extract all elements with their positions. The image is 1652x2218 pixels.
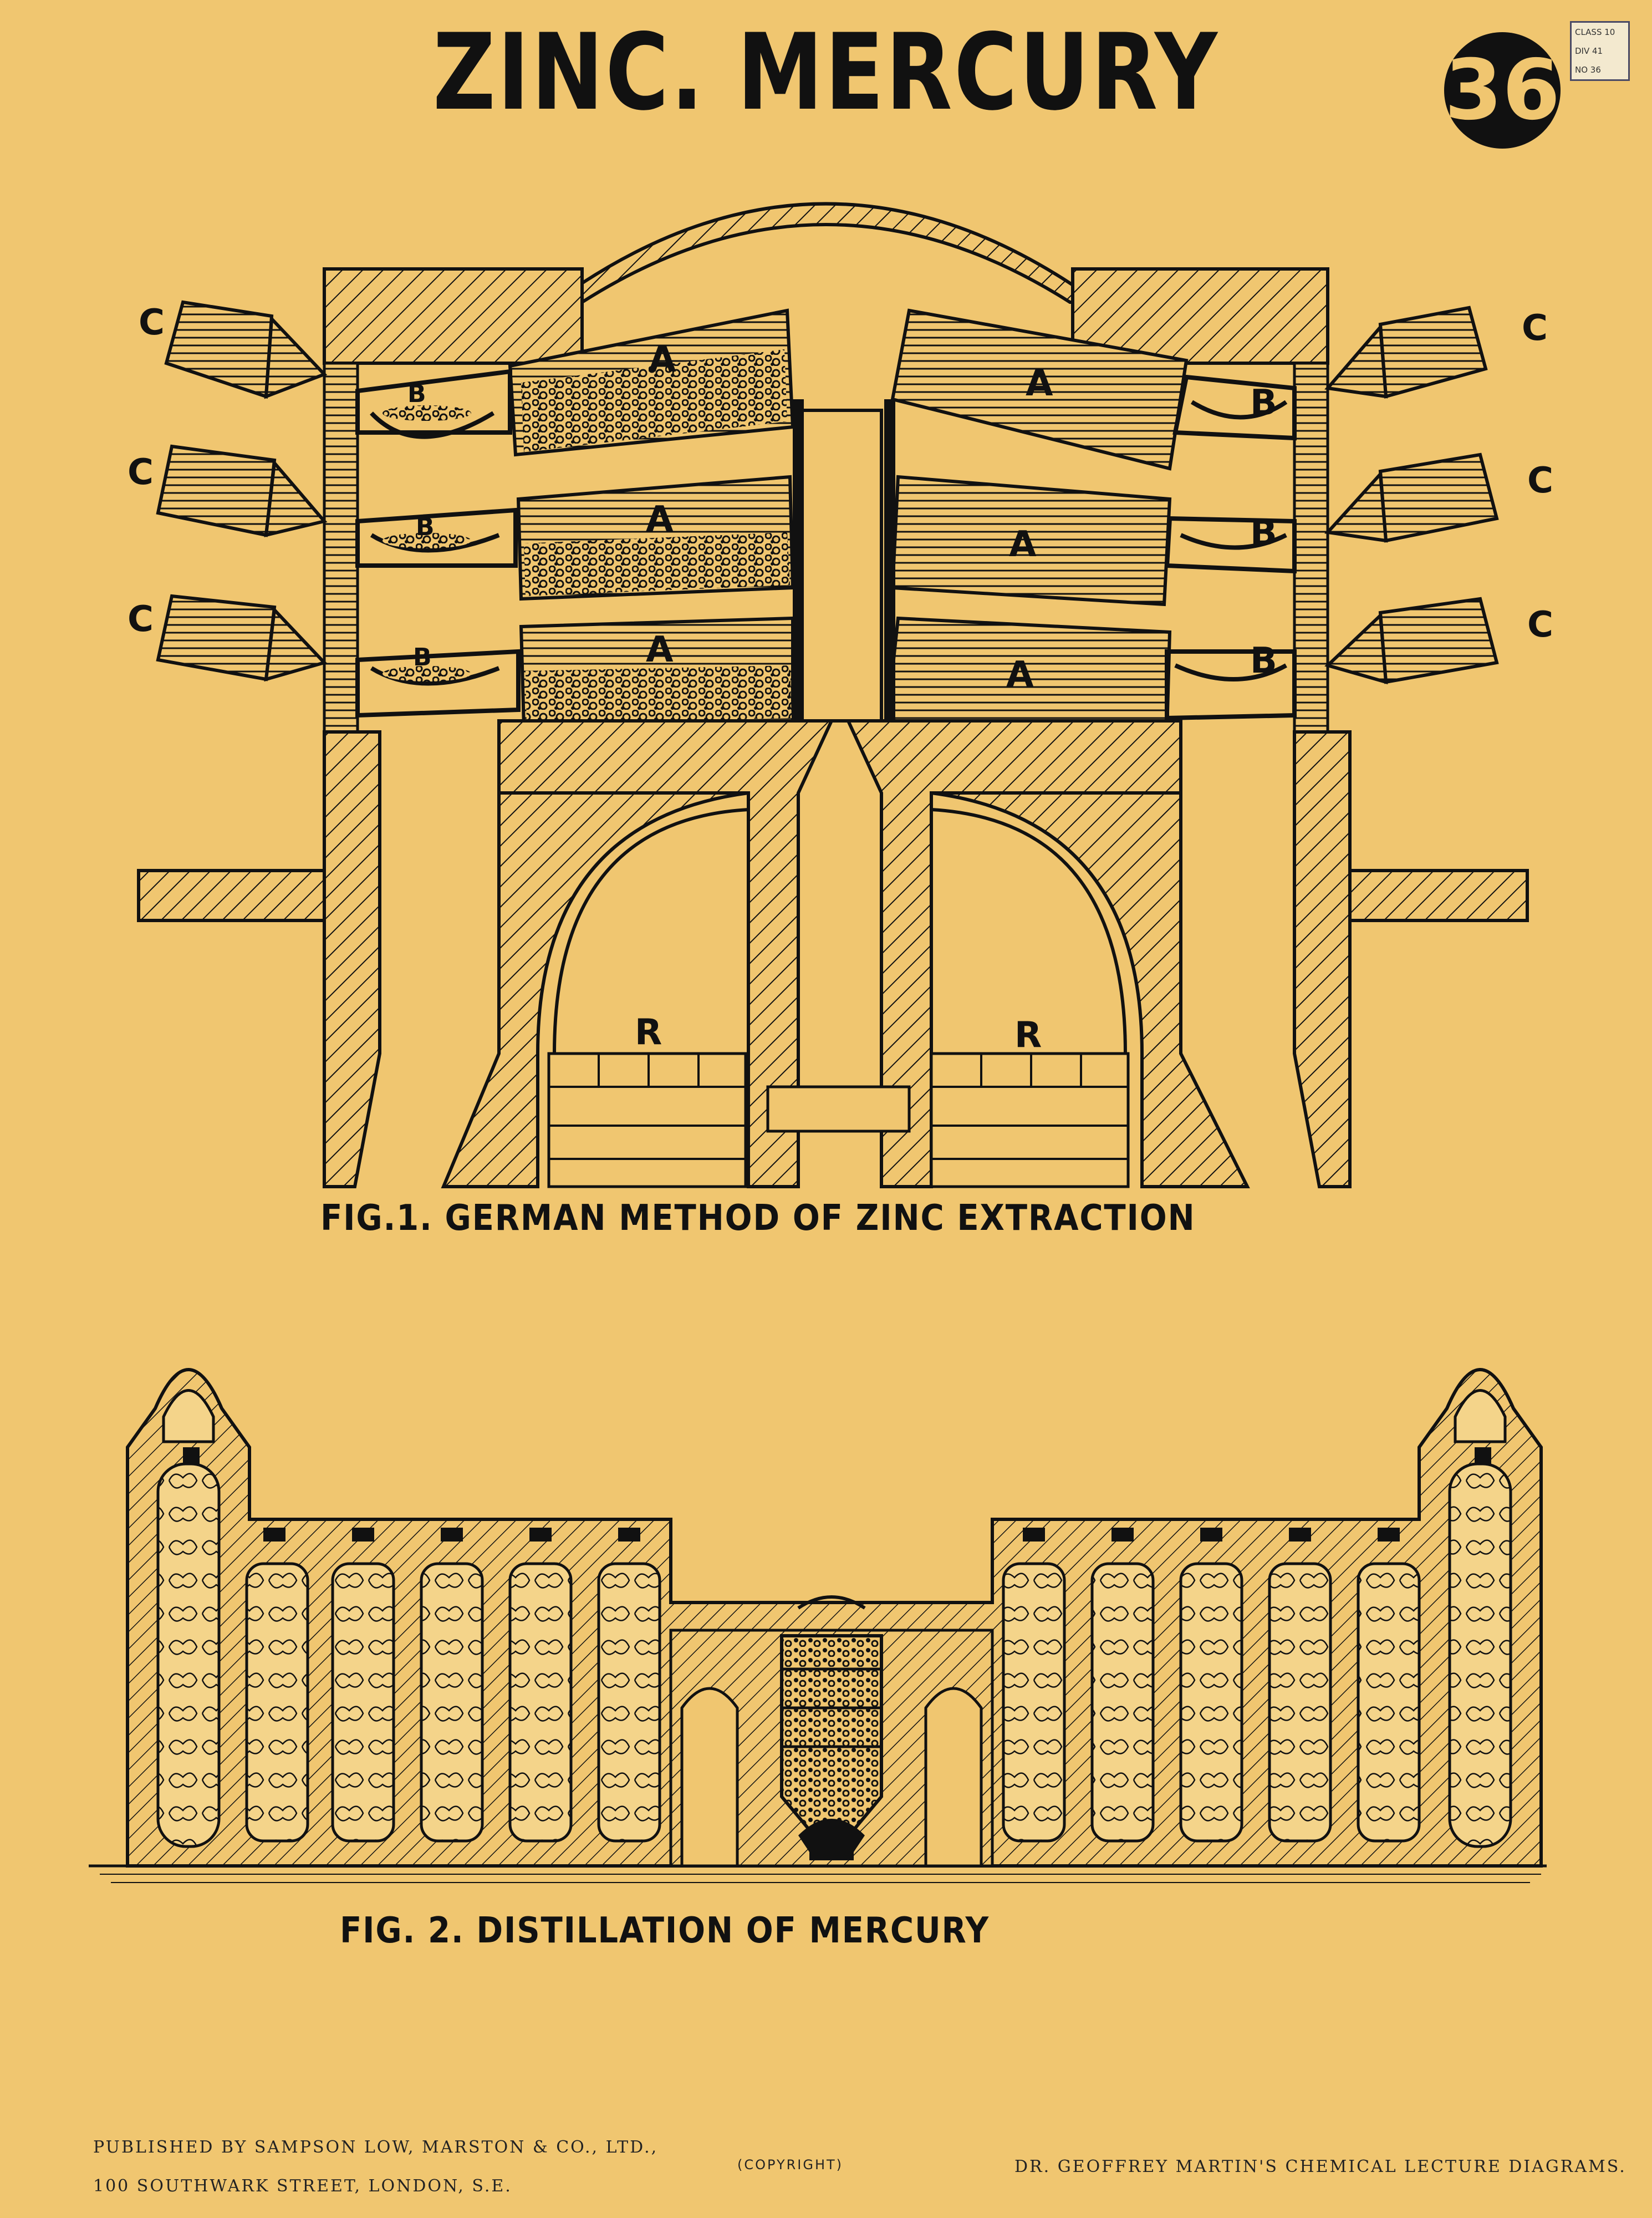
catalog-tag-line: NO 36: [1575, 65, 1601, 75]
label-a: A: [1026, 363, 1053, 404]
label-b: B: [1250, 513, 1277, 554]
catalog-tag: CLASS 10 DIV 41 NO 36: [1570, 21, 1630, 81]
label-a: A: [1009, 524, 1037, 565]
label-c: C: [128, 599, 154, 640]
copyright-notice: (COPYRIGHT): [737, 2157, 844, 2173]
label-a: A: [646, 629, 674, 670]
label-a: A: [649, 339, 676, 380]
label-c: C: [1522, 308, 1548, 349]
label-c: C: [1527, 460, 1553, 501]
label-b: B: [416, 513, 435, 541]
label-c: C: [128, 452, 154, 493]
series-title: DR. GEOFFREY MARTIN'S CHEMICAL LECTURE D…: [1014, 2157, 1626, 2176]
label-r: R: [1014, 1015, 1042, 1056]
plate-number-badge: 36: [1444, 32, 1561, 149]
catalog-tag-line: DIV 41: [1575, 46, 1603, 56]
label-b: B: [413, 643, 432, 671]
label-a: A: [646, 499, 674, 540]
publisher-line-1: PUBLISHED BY SAMPSON LOW, MARSTON & CO.,…: [93, 2138, 659, 2157]
catalog-tag-line: CLASS 10: [1575, 27, 1615, 37]
label-b: B: [1250, 640, 1277, 681]
fig2-caption: FIG. 2. DISTILLATION OF MERCURY: [340, 1910, 990, 1951]
label-b: B: [1250, 383, 1277, 424]
label-c: C: [139, 302, 165, 343]
label-a: A: [1006, 654, 1034, 695]
poster-title: ZINC. MERCURY: [432, 11, 1220, 134]
fig1-caption: FIG.1. GERMAN METHOD OF ZINC EXTRACTION: [320, 1198, 1196, 1239]
zinc-furnace-diagram: [137, 202, 1529, 1188]
publisher-line-2: 100 SOUTHWARK STREET, LONDON, S.E.: [93, 2176, 512, 2196]
label-c: C: [1527, 604, 1553, 645]
label-b: B: [407, 380, 426, 408]
label-r: R: [635, 1012, 662, 1053]
